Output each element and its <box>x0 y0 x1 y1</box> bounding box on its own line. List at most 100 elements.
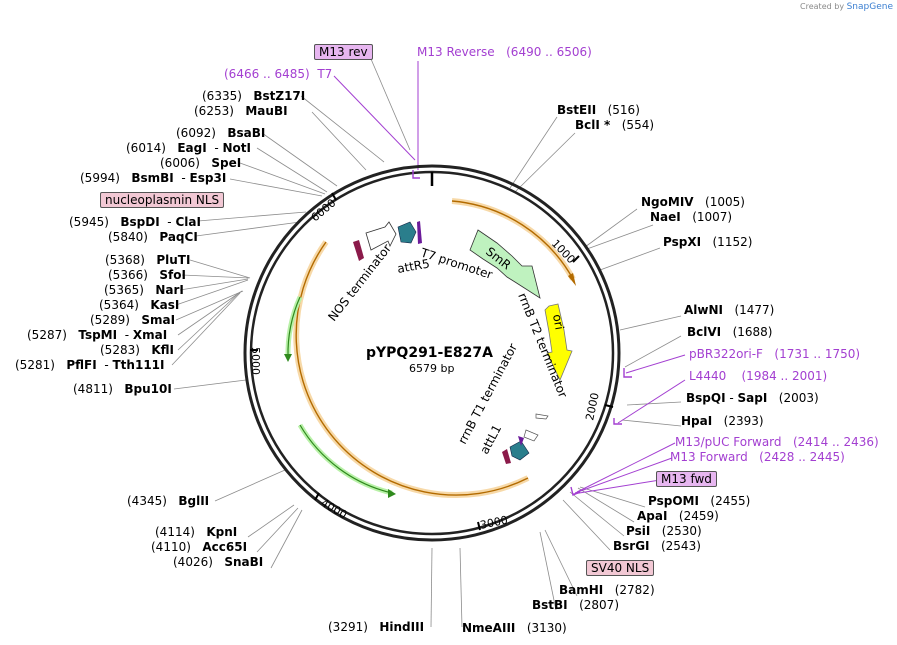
site-sapi-name: SapI <box>737 391 768 405</box>
site-nmeaiii-name: NmeAIII <box>462 621 516 635</box>
site-tspmi-pos: (5287) <box>27 328 67 342</box>
site-hindiii-name: HindIII <box>379 620 425 634</box>
site-hindiii-pos: (3291) <box>328 620 368 634</box>
primer-m13-puc-pos: (2414 .. 2436) <box>792 435 879 449</box>
site-bglii-name: BglII <box>178 494 210 508</box>
site-bspqi: BspQI - SapI (2003) <box>686 391 819 405</box>
site-naei-pos: (1007) <box>692 210 733 224</box>
primer-lines <box>333 61 686 495</box>
nls-shape <box>353 240 364 261</box>
site-kpni-name: KpnI <box>206 525 238 539</box>
site-spei-name: SpeI <box>211 156 242 170</box>
tick-label-3000: 3000 <box>479 513 509 532</box>
feature-label-attl1: attL1 <box>477 422 504 456</box>
site-hpai-pos: (2393) <box>723 414 764 428</box>
site-bsabi-name: BsaBI <box>227 126 266 140</box>
primer-m13-reverse: M13 Reverse (6490 .. 6506) <box>417 45 592 59</box>
site-kasi-pos: (5364) <box>99 298 139 312</box>
primer-pbr322ori-name: pBR322ori-F <box>689 347 763 361</box>
site-maubi: (6253) MauBI <box>194 104 288 118</box>
site-apai: ApaI (2459) <box>637 509 719 523</box>
credit-prefix: Created by <box>800 2 845 11</box>
site-pspomi: PspOMI (2455) <box>648 494 750 508</box>
nucleoplasmin-nls-box: nucleoplasmin NLS <box>100 192 225 208</box>
site-kfli: (5283) KflI <box>100 343 174 357</box>
site-pspxi: PspXI (1152) <box>663 235 752 249</box>
primer-m13-forward: M13 Forward (2428 .. 2445) <box>670 450 845 464</box>
site-tspmi-name: TspMI <box>78 328 118 342</box>
tick-label-4000: 4000 <box>319 496 350 521</box>
site-bsabi-pos: (6092) <box>176 126 216 140</box>
attl1-shape <box>509 440 530 461</box>
site-apai-pos: (2459) <box>678 509 719 523</box>
site-eagi-name: EagI <box>177 141 207 155</box>
site-alwni-name: AlwNI <box>684 303 723 317</box>
site-eagi: (6014) EagI - NotI <box>126 141 251 155</box>
site-bsteii: BstEII (516) <box>557 103 640 117</box>
site-nari-name: NarI <box>155 283 184 297</box>
m13-rev-box: M13 rev <box>314 44 373 60</box>
site-apai-name: ApaI <box>637 509 668 523</box>
site-smai-name: SmaI <box>141 313 176 327</box>
site-noti-name: NotI <box>222 141 252 155</box>
site-maubi-name: MauBI <box>245 104 288 118</box>
site-hpai-name: HpaI <box>681 414 713 428</box>
primer-m13-reverse-name: M13 Reverse <box>417 45 495 59</box>
site-acc65i: (4110) Acc65I <box>151 540 247 554</box>
primer-m13-reverse-pos: (6490 .. 6506) <box>506 45 592 59</box>
site-smai-pos: (5289) <box>90 313 130 327</box>
site-spei-pos: (6006) <box>160 156 200 170</box>
site-bclvi-name: BclVI <box>687 325 722 339</box>
feature-label-ori: ori <box>550 313 566 331</box>
site-acc65i-name: Acc65I <box>202 540 248 554</box>
site-kasi: (5364) KasI <box>99 298 179 312</box>
site-bamhi-pos: (2782) <box>614 583 655 597</box>
site-psii-pos: (2530) <box>661 524 702 538</box>
site-alwni-pos: (1477) <box>734 303 775 317</box>
site-bclvi-pos: (1688) <box>732 325 773 339</box>
site-snabi-name: SnaBI <box>224 555 264 569</box>
site-pspomi-name: PspOMI <box>648 494 699 508</box>
primer-pbr322ori-pos: (1731 .. 1750) <box>774 347 861 361</box>
m13-fwd-box: M13 fwd <box>656 471 717 487</box>
site-bcli-name: BclI * <box>575 118 611 132</box>
site-pspxi-pos: (1152) <box>712 235 753 249</box>
tick-label-5000: 5000 <box>249 347 262 375</box>
sv40-nls-box: SV40 NLS <box>586 560 655 576</box>
site-hindiii: (3291) HindIII <box>328 620 424 634</box>
site-bsrgi-pos: (2543) <box>660 539 701 553</box>
site-bamhi: BamHI (2782) <box>559 583 655 597</box>
site-paqci-pos: (5840) <box>108 230 148 244</box>
snapgene-brand: SnapGene <box>846 2 893 12</box>
site-bstbi-name: BstBI <box>532 598 568 612</box>
primer-m13-puc-forward: M13/pUC Forward (2414 .. 2436) <box>675 435 879 449</box>
site-naei-name: NaeI <box>650 210 681 224</box>
site-bcli-pos: (554) <box>621 118 655 132</box>
site-bsteii-name: BstEII <box>557 103 597 117</box>
site-bspdi: (5945) BspDI - ClaI <box>69 215 201 229</box>
site-bstz17i-pos: (6335) <box>202 89 242 103</box>
nos-arrow <box>365 221 397 251</box>
site-bglii: (4345) BglII <box>127 494 209 508</box>
site-kasi-name: KasI <box>150 298 180 312</box>
site-bspdi-name: BspDI <box>120 215 160 229</box>
site-bclvi: BclVI (1688) <box>687 325 772 339</box>
site-bstbi-pos: (2807) <box>579 598 619 612</box>
site-bsrgi: BsrGI (2543) <box>613 539 701 553</box>
backbone-outer <box>243 164 621 542</box>
green-arc-2 <box>297 423 393 496</box>
site-pluti-pos: (5368) <box>105 253 145 267</box>
site-pluti: (5368) PluTI <box>105 253 190 267</box>
site-nmeaiii-pos: (3130) <box>526 621 567 635</box>
site-bstbi: BstBI (2807) <box>532 598 619 612</box>
site-bsrgi-name: BsrGI <box>613 539 650 553</box>
site-maubi-pos: (6253) <box>194 104 234 118</box>
site-bsteii-pos: (516) <box>607 103 640 117</box>
smr-arrow <box>469 229 541 299</box>
primer-m13-forward-pos: (2428 .. 2445) <box>759 450 845 464</box>
primer-t7: (6466 .. 6485) T7 <box>224 67 332 81</box>
site-clai-name: ClaI <box>175 215 201 229</box>
site-tth111i-name: Tth111I <box>112 358 165 372</box>
site-bamhi-name: BamHI <box>559 583 604 597</box>
